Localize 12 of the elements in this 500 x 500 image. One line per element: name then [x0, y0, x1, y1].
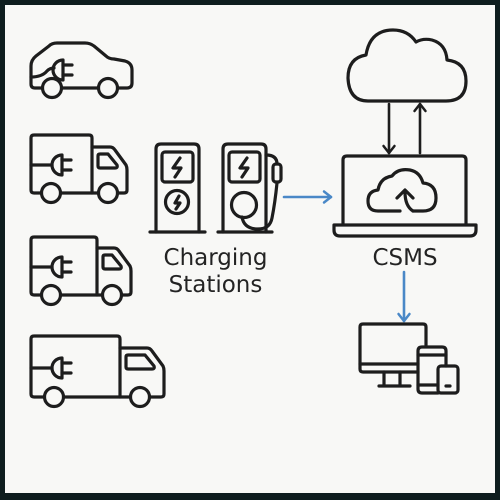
arrow — [397, 270, 411, 322]
node-label: CSMS — [371, 245, 439, 272]
electric-car-icon — [28, 41, 134, 100]
monitor-tablet-phone-icon — [357, 321, 460, 395]
arrow — [382, 102, 396, 154]
electric-truck-icon — [28, 133, 129, 205]
arrow — [282, 190, 332, 204]
electric-truck-icon — [28, 235, 133, 307]
node-label: Charging Stations — [162, 245, 268, 299]
cloud-icon — [345, 28, 469, 104]
electric-truck-icon — [28, 333, 166, 410]
arrow — [413, 102, 427, 154]
